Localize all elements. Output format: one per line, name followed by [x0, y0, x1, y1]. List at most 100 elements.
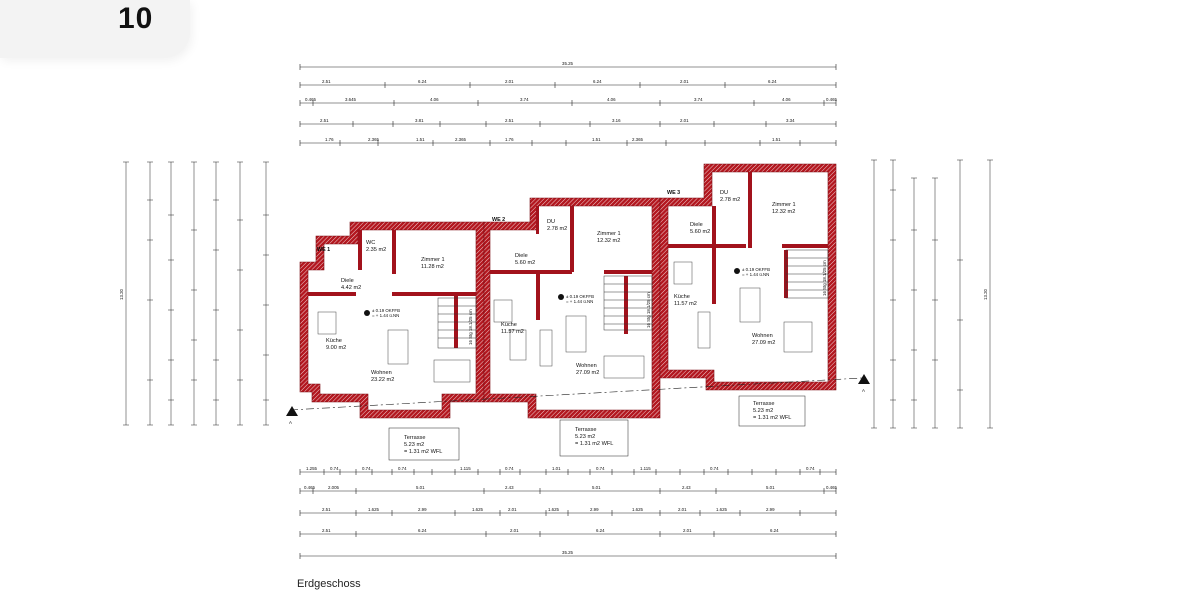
page-badge: 10 [0, 0, 190, 58]
dim-top-r2-4: 4.06 [607, 97, 616, 102]
dim-bot-r2-5: 1.625 [548, 507, 560, 512]
dim-top-r2-1: 3.645 [345, 97, 357, 102]
stair-note-3: 16 Stg 18.1/25 cm [822, 260, 827, 296]
room-name-zimmer-we3: Zimmer 1 [772, 202, 796, 208]
dim-top-r1-1: 6.24 [418, 79, 427, 84]
dim-top-r4-2: 1.51 [416, 137, 425, 142]
building-walls [299, 163, 837, 419]
dim-top-r4-7: 1.51 [772, 137, 781, 142]
dim-top-r3-2: 2.51 [505, 118, 514, 123]
room-name-wohnen-we3: Wohnen [752, 333, 773, 339]
dim-top-r3-4: 2.01 [680, 118, 689, 123]
terrace-1-name: Terrasse [404, 435, 425, 441]
dim-bot-r3-5: 2.43 [682, 485, 691, 490]
dim-bot-r2-1: 1.625 [368, 507, 380, 512]
dim-top-r1-5: 6.24 [768, 79, 777, 84]
stair-note-2: 16 Stg 18.1/25 cm [646, 292, 651, 328]
room-area-zimmer-we3: 12.32 m2 [772, 209, 795, 215]
room-name-kueche-we1: Küche [326, 338, 342, 344]
dim-bot-r1-5: 6.24 [770, 528, 779, 533]
terrace-1-wfl: = 1.31 m2 WFL [404, 449, 442, 455]
room-area-zimmer-we2: 12.32 m2 [597, 238, 620, 244]
dim-top-r1-4: 2.01 [680, 79, 689, 84]
dim-bot-r4-5: 0.74 [505, 466, 514, 471]
dim-bot-r4-8: 1.115 [640, 466, 651, 471]
terrace-3-wfl: = 1.31 m2 WFL [753, 415, 791, 421]
level-3-line2: = + 1.44 ü.NN [742, 272, 769, 277]
dim-bot-r2-9: 1.625 [716, 507, 728, 512]
terrace-boxes [388, 395, 806, 461]
dim-top-r2-6: 4.06 [782, 97, 791, 102]
dim-bot-r4-3: 0.74 [398, 466, 407, 471]
unit-label-we3: WE 3 [667, 190, 680, 196]
room-area-zimmer-we1: 11.28 m2 [421, 264, 444, 270]
dimension-labels-top: 35.25 2.51 6.24 2.01 6.24 2.01 6.24 0.46… [305, 61, 838, 142]
wall-we1 [299, 221, 485, 419]
dim-bot-r1-4: 2.01 [683, 528, 692, 533]
dim-bot-r4-10: 0.74 [806, 466, 815, 471]
room-name-du-we3: DU [720, 190, 728, 196]
room-area-diele-we3: 5.60 m2 [690, 229, 710, 235]
dim-top-r2-5: 3.74 [694, 97, 703, 102]
room-area-du-we2: 2.78 m2 [547, 226, 567, 232]
room-area-wohnen-we2: 27.09 m2 [576, 370, 599, 376]
dim-bot-r4-1: 0.74 [330, 466, 339, 471]
dim-bot-r4-4: 1.115 [460, 466, 471, 471]
dim-top-r3-3: 3.16 [612, 118, 621, 123]
room-area-wohnen-we3: 27.09 m2 [752, 340, 775, 346]
room-name-diele-we1: Diele [341, 278, 354, 284]
level-icon [364, 310, 370, 316]
room-area-wohnen-we1: 23.22 m2 [371, 377, 394, 383]
plan-caption: Erdgeschoss [297, 578, 361, 590]
dim-top-r3-1: 3.81 [415, 118, 424, 123]
room-name-kueche-we2: Küche [501, 322, 517, 328]
dim-bot-r1-1: 6.24 [418, 528, 427, 533]
room-area-kueche-we2: 11.57 m2 [501, 329, 524, 335]
dim-bot-r1-0: 2.51 [322, 528, 331, 533]
dim-bot-r1-3: 6.24 [596, 528, 605, 533]
room-labels: WC 2.35 m2 Zimmer 1 11.28 m2 Diele 4.42 … [326, 190, 796, 383]
room-name-zimmer-we2: Zimmer 1 [597, 231, 621, 237]
dimension-chains [125, 66, 991, 557]
terrace-3-area: 5.23 m2 [753, 408, 773, 414]
dim-bot-r4-9: 0.74 [710, 466, 719, 471]
room-name-diele-we2: Diele [515, 253, 528, 259]
section-marker-left: A [289, 420, 292, 425]
room-area-kueche-we1: 9.00 m2 [326, 345, 346, 351]
room-name-zimmer-we1: Zimmer 1 [421, 257, 445, 263]
level-markers: ± 0.19 OKFFB = + 1.44 ü.NN ± 0.19 OKFFB … [364, 267, 770, 318]
dim-bot-r3-4: 5.01 [592, 485, 601, 490]
dim-top-r4-5: 1.51 [592, 137, 601, 142]
level-1-line2: = + 1.44 ü.NN [372, 313, 399, 318]
level-3-line1: ± 0.19 OKFFB [742, 267, 770, 272]
dim-bot-r2-0: 2.51 [322, 507, 331, 512]
terrace-labels: Terrasse 5.23 m2 = 1.31 m2 WFL Terrasse … [404, 401, 791, 455]
dimension-labels-bottom: 1.255 0.74 0.74 0.74 1.115 0.74 1.01 0.7… [304, 466, 838, 555]
dim-bot-r3-3: 2.43 [505, 485, 514, 490]
dim-bot-r2-4: 2.01 [508, 507, 517, 512]
dim-top-r3-5: 3.34 [786, 118, 795, 123]
page-number: 10 [118, 2, 154, 35]
level-icon [558, 294, 564, 300]
dim-bot-r2-6: 2.99 [590, 507, 599, 512]
terrace-1-area: 5.23 m2 [404, 442, 424, 448]
dim-bot-r3-1: 2.005 [328, 485, 340, 490]
dim-top-r1-2: 2.01 [505, 79, 514, 84]
level-1-line1: ± 0.19 OKFFB [372, 308, 400, 313]
level-2-line2: = + 1.44 ü.NN [566, 299, 593, 304]
dim-bot-overall: 35.25 [562, 550, 574, 555]
furniture [317, 261, 813, 383]
room-area-wc: 2.35 m2 [366, 247, 386, 253]
dim-bot-r4-2: 0.74 [362, 466, 371, 471]
stairs [437, 249, 829, 349]
dim-bot-r4-6: 1.01 [552, 466, 561, 471]
dim-bot-r4-0: 1.255 [306, 466, 318, 471]
unit-labels: WE 1 WE 2 WE 3 [317, 190, 680, 253]
dim-left-total: 13.20 [119, 288, 124, 300]
dim-right-total: 13.20 [983, 288, 988, 300]
level-icon [734, 268, 740, 274]
dim-bot-r3-7: 0.465 [826, 485, 838, 490]
room-area-diele-we1: 4.42 m2 [341, 285, 361, 291]
dim-top-r4-0: 1.76 [325, 137, 334, 142]
